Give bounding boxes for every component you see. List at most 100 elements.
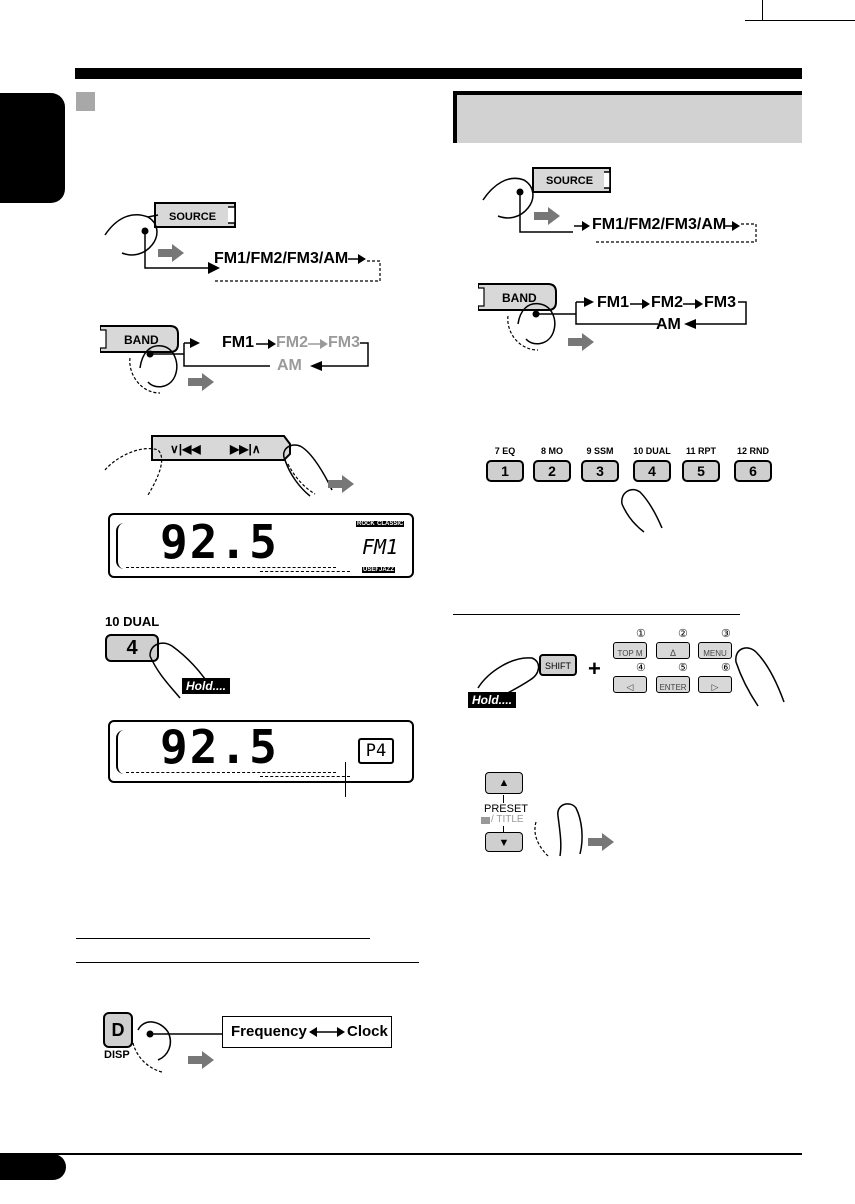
- press-arrow-icon: [158, 244, 184, 262]
- left-band-diagram: BAND: [100, 318, 400, 396]
- arrow-icon: [630, 299, 650, 309]
- remote-circle-2: ②: [678, 627, 688, 640]
- left-preset-number: 4: [126, 637, 137, 659]
- seek-forward-icon: ▶▶|∧: [229, 442, 261, 456]
- finger-icon: [612, 484, 672, 534]
- folder-icon: [481, 817, 490, 824]
- preset-button-6[interactable]: 6: [734, 460, 772, 482]
- footer-line: [0, 1153, 802, 1155]
- disp-diagram: [128, 1014, 228, 1074]
- preset-number-5: 5: [697, 463, 705, 479]
- right-hold-label: Hold....: [468, 692, 516, 708]
- finger-icon: [483, 178, 533, 218]
- cycle-arrow-icon: [724, 221, 740, 231]
- arrow-icon: [256, 339, 276, 349]
- cycle-arrow-icon: [348, 254, 366, 264]
- remote-right-icon: ▷: [712, 682, 719, 692]
- source-button-label: SOURCE: [169, 211, 216, 223]
- left-preset-top-label: 10 DUAL: [105, 614, 159, 629]
- left-hold-label: Hold....: [182, 678, 230, 694]
- right-source-cycle: FM1/FM2/FM3/AM: [592, 216, 726, 234]
- lcd-display: 92.5 ROCK CLASSIC USER JAZZ FM1: [108, 513, 414, 578]
- cycle-arrow-icon: [574, 221, 590, 231]
- lcd-left-bracket: [116, 730, 126, 774]
- remote-left-icon: ◁: [627, 682, 634, 692]
- seek-back-icon: ∨|◀◀: [170, 442, 201, 456]
- lcd-left-bracket: [116, 523, 126, 569]
- preset-number-1: 1: [501, 463, 509, 479]
- lcd-baseline-right: [260, 776, 350, 778]
- source-button-label: SOURCE: [546, 175, 593, 187]
- left-band-fm1: FM1: [222, 334, 254, 352]
- left-band-am: AM: [277, 357, 302, 375]
- right-band-am: AM: [656, 316, 681, 334]
- disp-clock: Clock: [347, 1023, 388, 1040]
- left-source-diagram: SOURCE: [100, 195, 400, 290]
- lcd-baseline: [126, 772, 336, 774]
- triangle-up-icon: ▲: [499, 777, 510, 789]
- preset-up-button[interactable]: ▲: [485, 772, 523, 794]
- press-arrow-icon: [568, 333, 594, 351]
- right-band-fm3: FM3: [704, 294, 736, 312]
- arrow-icon: [308, 339, 328, 349]
- divider: [453, 614, 740, 615]
- preset-button-5[interactable]: 5: [682, 460, 720, 482]
- remote-left-button[interactable]: ◁: [613, 676, 647, 693]
- divider: [76, 962, 419, 963]
- left-source-cycle: FM1/FM2/FM3/AM: [214, 250, 348, 268]
- press-arrow-icon: [328, 475, 354, 493]
- disp-button-label: DISP: [104, 1049, 130, 1061]
- lcd-baseline: [126, 567, 336, 569]
- finger-icon: [105, 215, 158, 255]
- section-header-box: [453, 91, 802, 143]
- preset-top-label-5: 11 RPT: [681, 446, 721, 456]
- remote-circle-3: ③: [721, 627, 731, 640]
- triangle-down-icon: ▼: [499, 837, 510, 849]
- preset-connector: [503, 795, 504, 803]
- preset-button-4[interactable]: 4: [633, 460, 671, 482]
- corner-line-vert: [762, 0, 763, 21]
- preset-button-1[interactable]: 1: [486, 460, 524, 482]
- remote-top-m-button[interactable]: TOP M: [613, 642, 647, 659]
- right-band-diagram: BAND: [478, 278, 778, 358]
- shift-button-label: SHIFT: [545, 661, 571, 671]
- lcd-band: FM1: [362, 535, 398, 559]
- preset-number-6: 6: [749, 463, 757, 479]
- remote-circle-5: ⑤: [678, 661, 688, 674]
- press-arrow-icon: [188, 1051, 214, 1069]
- header-bar: [75, 68, 802, 79]
- remote-enter-button[interactable]: ENTER: [656, 676, 690, 693]
- band-button-label: BAND: [124, 333, 159, 347]
- press-arrow-icon: [188, 373, 214, 391]
- finger-icon: [722, 640, 792, 712]
- band-button-label: BAND: [502, 291, 537, 305]
- plus-sign: +: [588, 656, 601, 682]
- disp-button-letter: D: [112, 1020, 125, 1040]
- lcd-mode-ring: ROCK CLASSIC USER JAZZ FM1: [348, 521, 410, 575]
- preset-top-label-4: 10 DUAL: [630, 446, 674, 456]
- mode-rock: ROCK: [356, 521, 376, 527]
- preset-top-label-6: 12 RND: [733, 446, 773, 456]
- remote-circle-4: ④: [636, 661, 646, 674]
- preset-top-label-2: 8 MO: [532, 446, 572, 456]
- mode-classic: CLASSIC: [376, 521, 404, 527]
- section-marker: [76, 92, 95, 111]
- language-side-tab: [0, 93, 65, 203]
- preset-top-label-1: 7 EQ: [485, 446, 525, 456]
- remote-top-m-label: TOP M: [617, 649, 642, 658]
- left-band-fm3: FM3: [328, 334, 360, 352]
- remote-up-button[interactable]: Δ: [656, 642, 690, 659]
- preset-button-3[interactable]: 3: [581, 460, 619, 482]
- disp-toggle-box: Frequency Clock: [222, 1016, 392, 1048]
- right-band-fm1: FM1: [597, 294, 629, 312]
- left-band-fm2: FM2: [276, 334, 308, 352]
- mode-jazz: JAZZ: [378, 567, 395, 573]
- disp-frequency: Frequency: [231, 1023, 307, 1040]
- lcd-preset-box: P4: [358, 738, 394, 764]
- double-arrow-icon: [309, 1027, 345, 1037]
- preset-button-2[interactable]: 2: [533, 460, 571, 482]
- preset-number-4: 4: [648, 463, 656, 479]
- lcd-display-preset: 92.5 P4: [108, 720, 414, 783]
- preset-down-button[interactable]: ▼: [485, 832, 523, 852]
- page-number-tab: [0, 1154, 66, 1180]
